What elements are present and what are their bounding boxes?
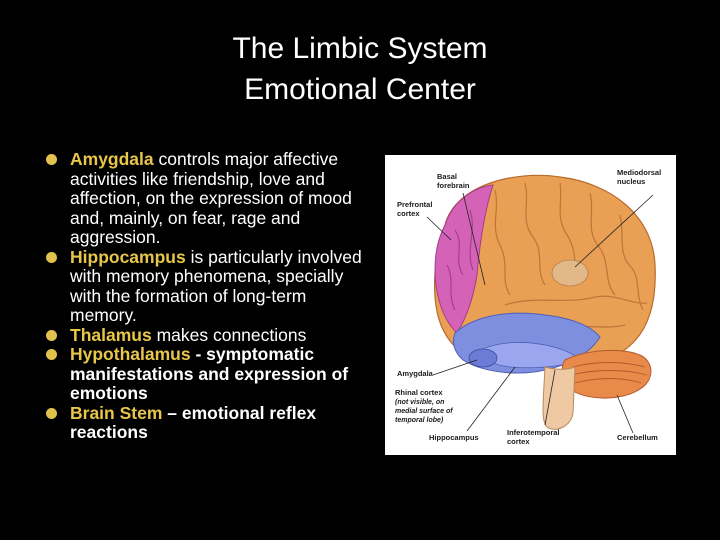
bullet-thalamus: Thalamus makes connections [44,324,364,346]
label-rhinal-3: medial surface of [395,408,453,415]
label-rhinal: Rhinal cortex [395,388,443,397]
leader-lines [426,192,654,434]
bullet-text: is particularly involved with memory phe… [70,246,362,325]
bullet-hypothalamus: Hypothalamus - symptomatic manifestation… [44,344,364,404]
label-mediodorsal: Mediodorsal [617,168,661,177]
brain-illustration: Basal forebrain Mediodorsal nucleus Pref… [395,168,661,446]
bullet-text: controls major affective activities like… [70,149,352,247]
label-cerebellum: Cerebellum [617,433,658,442]
title-line-1: The Limbic System [232,32,488,65]
bullet-term: Amygdala [70,149,154,169]
bullet-text: – emotional reflex reactions [70,402,317,442]
label-mediodorsal-2: nucleus [617,177,645,186]
bullet-dot-icon [46,407,57,419]
label-inferotemporal: Inferotemporal [507,428,560,437]
title-line-2: Emotional Center [244,73,476,106]
brain-figure: Basal forebrain Mediodorsal nucleus Pref… [385,155,676,455]
prefrontal-region [434,184,494,334]
label-inferotemporal-2: cortex [507,437,530,446]
prefrontal-gyri [446,209,474,311]
label-basal-forebrain: Basal [437,172,457,181]
bullet-dot-icon [46,251,57,263]
bullet-hippocampus: Hippocampus is particularly involved wit… [44,246,364,326]
cerebellum-folia [570,362,648,384]
bullet-amygdala: Amygdala controls major affective activi… [44,149,364,248]
bullet-dot-icon [46,154,57,165]
label-rhinal-4: temporal lobe) [395,417,444,424]
bullet-brain-stem: Brain Stem – emotional reflex reactions [44,402,364,443]
slide-title: The Limbic System Emotional Center [0,28,720,110]
bullet-dot-icon [46,329,57,341]
amygdala-shape [468,348,498,368]
bullet-term: Brain Stem [70,402,163,423]
brain-stem-shape [542,366,576,430]
thalamus-shape [551,259,589,287]
label-hippocampus: Hippocampus [429,433,479,442]
bullet-dot-icon [46,349,57,360]
label-prefrontal: Prefrontal [397,200,432,209]
label-basal-forebrain-2: forebrain [437,181,470,190]
bullet-list: Amygdala controls major affective activi… [44,149,364,443]
label-rhinal-2: (not visible, on [395,399,444,406]
bullet-term: Thalamus [70,324,152,345]
label-prefrontal-2: cortex [397,209,420,218]
bullet-text: makes connections [151,324,307,345]
label-amygdala: Amygdala [397,369,434,378]
bullet-term: Hippocampus [70,246,186,267]
bullet-text: - symptomatic manifestations and express… [70,344,349,403]
bullet-term: Hypothalamus [70,344,191,364]
